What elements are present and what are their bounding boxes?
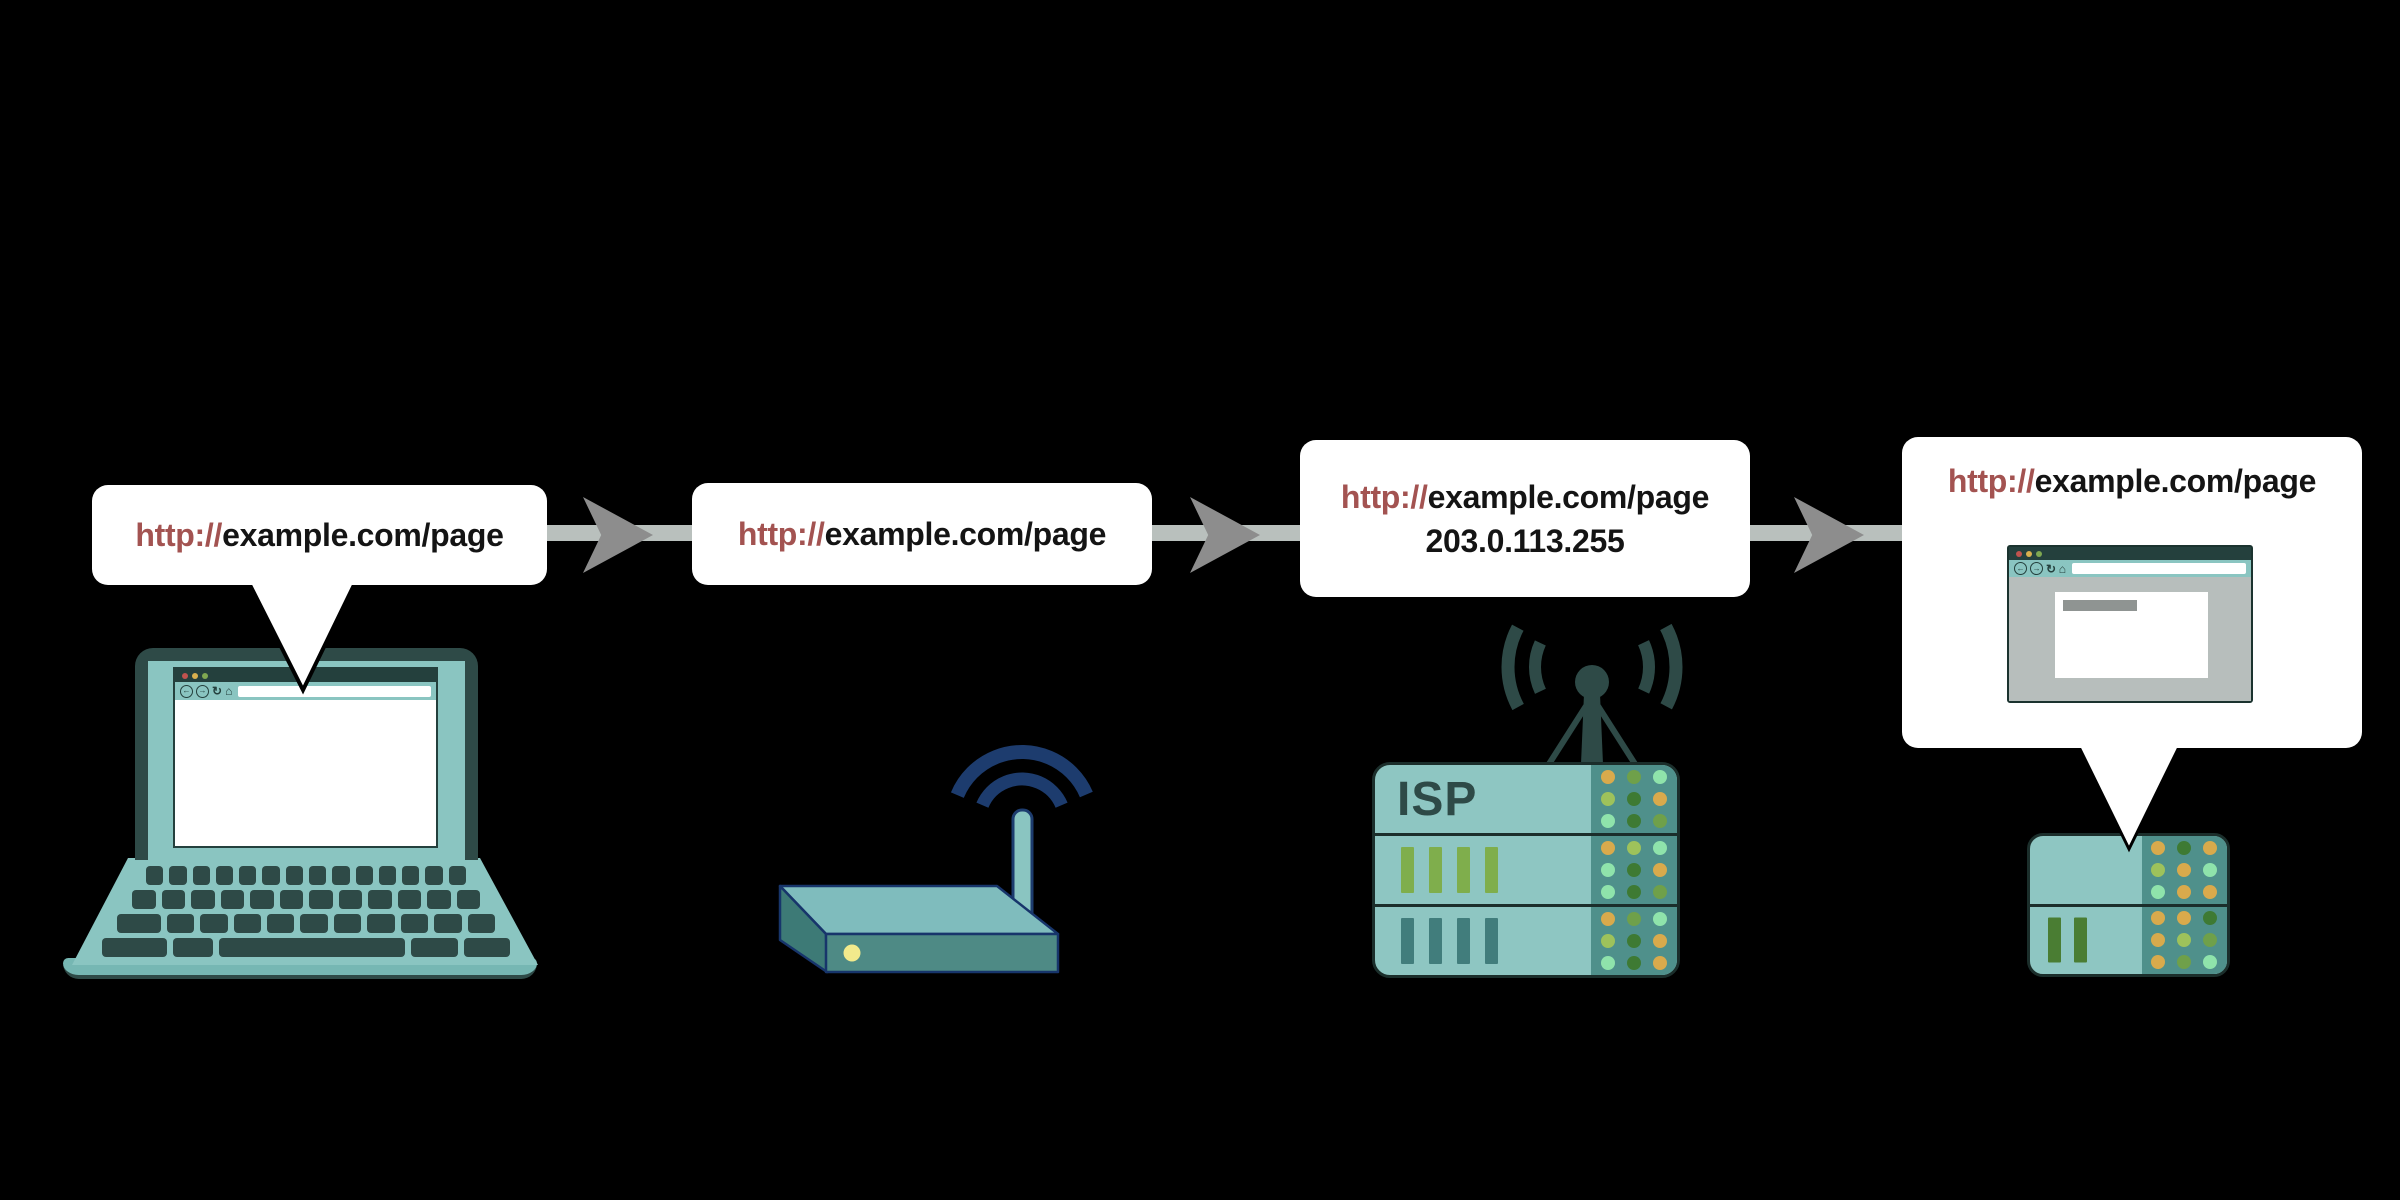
web-server xyxy=(2027,833,2230,977)
served-page-browser-window: ← → ↻ ⌂ xyxy=(2007,545,2253,703)
url-address: example.com/page xyxy=(1427,478,1710,515)
url-protocol: http:// xyxy=(1947,463,2035,499)
address-bar xyxy=(2071,563,2246,574)
broadcast-right-inner-arc-icon xyxy=(1529,604,1655,730)
server-vents xyxy=(1401,847,1498,893)
home-icon: ⌂ xyxy=(225,684,233,698)
forward-icon: → xyxy=(2030,562,2043,575)
page-content-card xyxy=(2055,592,2208,678)
url-bubble-router-forward: http://example.com/page xyxy=(692,483,1152,585)
web-server-unit-1 xyxy=(2030,836,2227,904)
server-led-grid xyxy=(1601,841,1667,899)
bubble-tail-4 xyxy=(2076,744,2182,853)
browser-toolbar: ← → ↻ ⌂ xyxy=(175,682,436,700)
wifi-signal-outer-arc-icon xyxy=(945,745,1099,899)
broadcast-left-inner-arc-icon xyxy=(1529,604,1656,730)
window-maximize-dot-icon xyxy=(2036,550,2042,557)
resolved-ip-text: 203.0.113.255 xyxy=(1425,522,1625,559)
window-minimize-dot-icon xyxy=(2026,550,2032,557)
isp-antenna-tower xyxy=(1501,576,1683,766)
server-vents xyxy=(2048,917,2087,963)
laptop: ← → ↻ ⌂ xyxy=(55,640,555,985)
page-heading-placeholder xyxy=(2063,600,2137,611)
window-maximize-dot-icon xyxy=(202,672,208,679)
server-led-grid xyxy=(1601,912,1667,970)
window-minimize-dot-icon xyxy=(192,672,198,679)
url-address: example.com/page xyxy=(222,516,504,553)
bubble-tail-1 xyxy=(247,582,357,695)
router-led-icon xyxy=(843,944,861,962)
keyboard-row xyxy=(102,938,510,957)
wifi-signal-inner-arc-icon xyxy=(972,772,1072,872)
isp-server-unit-1: ISP xyxy=(1375,765,1677,833)
web-server-unit-2 xyxy=(2030,903,2227,974)
url-bubble-server-response: http://example.com/page ← → ↻ ⌂ xyxy=(1902,437,2362,748)
keyboard-row xyxy=(117,914,495,933)
browser-content xyxy=(2009,577,2251,701)
url-bubble-browser-request: http://example.com/page xyxy=(92,485,547,585)
keyboard-row xyxy=(146,866,466,885)
broadcast-right-outer-arc-icon xyxy=(1501,576,1683,758)
isp-server: ISP xyxy=(1372,762,1680,978)
server-led-grid xyxy=(2151,911,2217,970)
refresh-icon: ↻ xyxy=(212,684,223,698)
browser-titlebar xyxy=(2009,547,2251,560)
broadcast-left-outer-arc-icon xyxy=(1501,576,1683,758)
wifi-router xyxy=(778,745,1099,974)
antenna-top-icon xyxy=(1575,665,1609,699)
laptop-screen-bezel: ← → ↻ ⌂ xyxy=(148,661,465,860)
address-bar xyxy=(238,685,431,697)
server-vents xyxy=(1401,918,1498,964)
url-text: http://example.com/page xyxy=(737,515,1107,553)
browser-content xyxy=(175,700,436,846)
router-front-face xyxy=(824,932,1060,974)
url-protocol: http:// xyxy=(737,515,825,552)
antenna-leg xyxy=(1595,704,1638,766)
url-text: http://example.com/page xyxy=(1340,475,1710,519)
server-led-grid xyxy=(2151,840,2217,899)
isp-server-unit-3 xyxy=(1375,904,1677,975)
laptop-screen: ← → ↻ ⌂ xyxy=(135,648,478,860)
laptop-keyboard-deck xyxy=(72,858,538,965)
back-icon: ← xyxy=(2014,562,2027,575)
keyboard-row xyxy=(132,890,480,909)
isp-label: ISP xyxy=(1397,772,1478,826)
url-bubble-isp-dns: http://example.com/page 203.0.113.255 xyxy=(1300,440,1750,597)
laptop-browser-window: ← → ↻ ⌂ xyxy=(173,667,438,848)
refresh-icon: ↻ xyxy=(2046,561,2056,576)
window-close-dot-icon xyxy=(2016,550,2022,557)
url-address: example.com/page xyxy=(824,515,1107,552)
server-led-grid xyxy=(1601,770,1667,828)
forward-icon: → xyxy=(196,684,209,698)
url-text: http://example.com/page xyxy=(135,516,504,554)
isp-server-unit-2 xyxy=(1375,833,1677,904)
browser-toolbar: ← → ↻ ⌂ xyxy=(2009,560,2251,577)
url-protocol: http:// xyxy=(1340,478,1428,515)
url-protocol: http:// xyxy=(135,516,223,553)
home-icon: ⌂ xyxy=(2058,561,2066,576)
back-icon: ← xyxy=(180,684,193,698)
antenna-leg xyxy=(1546,704,1589,766)
antenna-mast xyxy=(1581,694,1603,764)
window-close-dot-icon xyxy=(182,672,188,679)
url-text: http://example.com/page xyxy=(1947,463,2317,500)
url-address: example.com/page xyxy=(2034,463,2317,499)
